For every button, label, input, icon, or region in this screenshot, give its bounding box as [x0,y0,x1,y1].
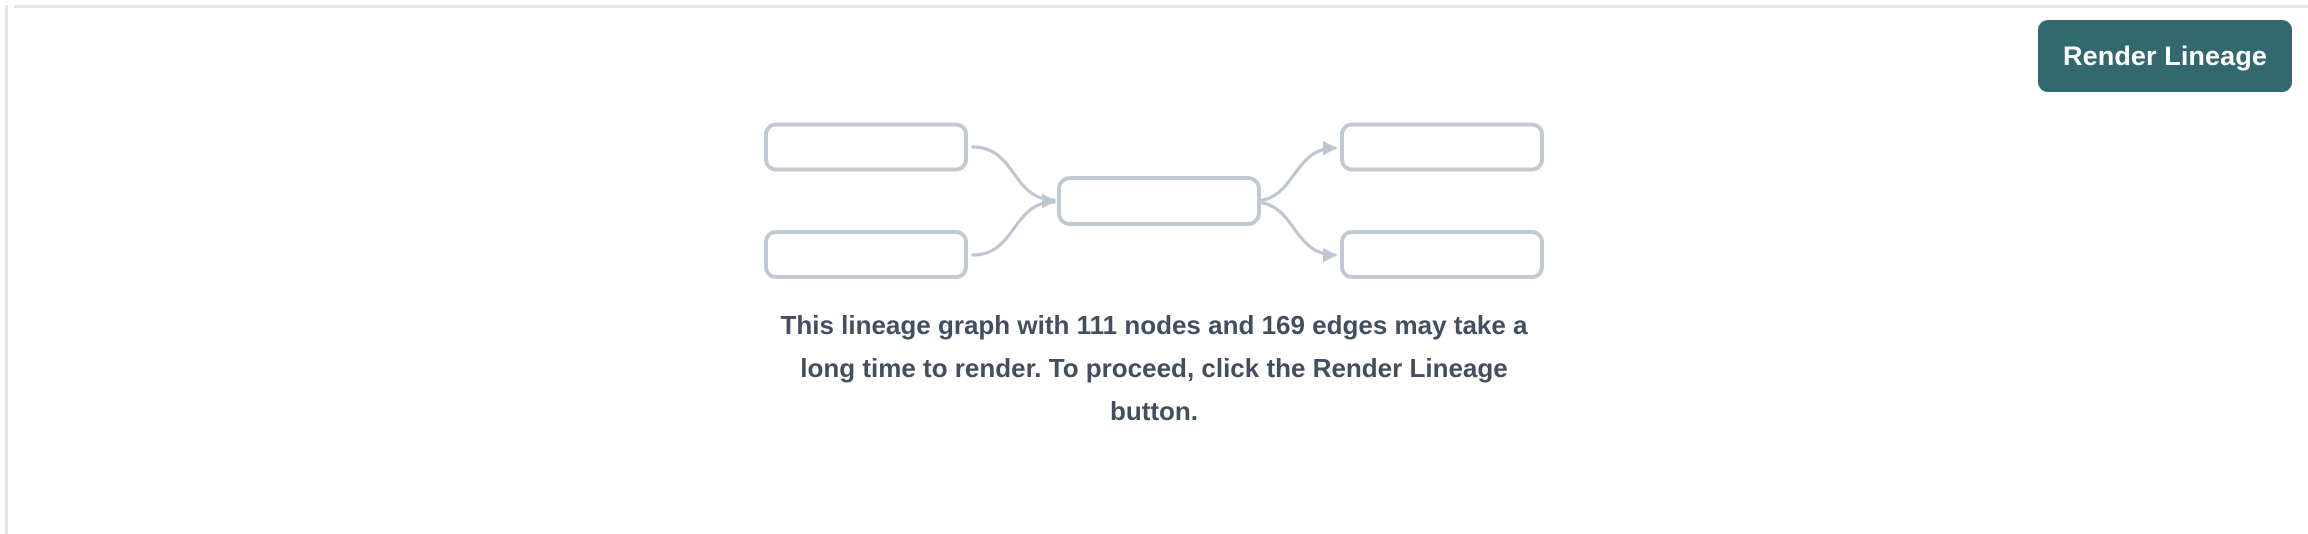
placeholder-node-right-bottom [1340,230,1544,279]
placeholder-node-left-bottom [764,230,968,279]
lineage-graph-placeholder-icon [764,122,1544,279]
placeholder-node-center [1057,176,1261,226]
render-lineage-button[interactable]: Render Lineage [2038,20,2292,92]
placeholder-node-right-top [1340,122,1544,172]
left-divider [5,5,8,534]
top-divider [14,5,2308,8]
placeholder-node-left-top [764,122,968,172]
render-lineage-button-label: Render Lineage [2063,40,2267,71]
lineage-empty-state-message: This lineage graph with 111 nodes and 16… [780,310,1528,426]
